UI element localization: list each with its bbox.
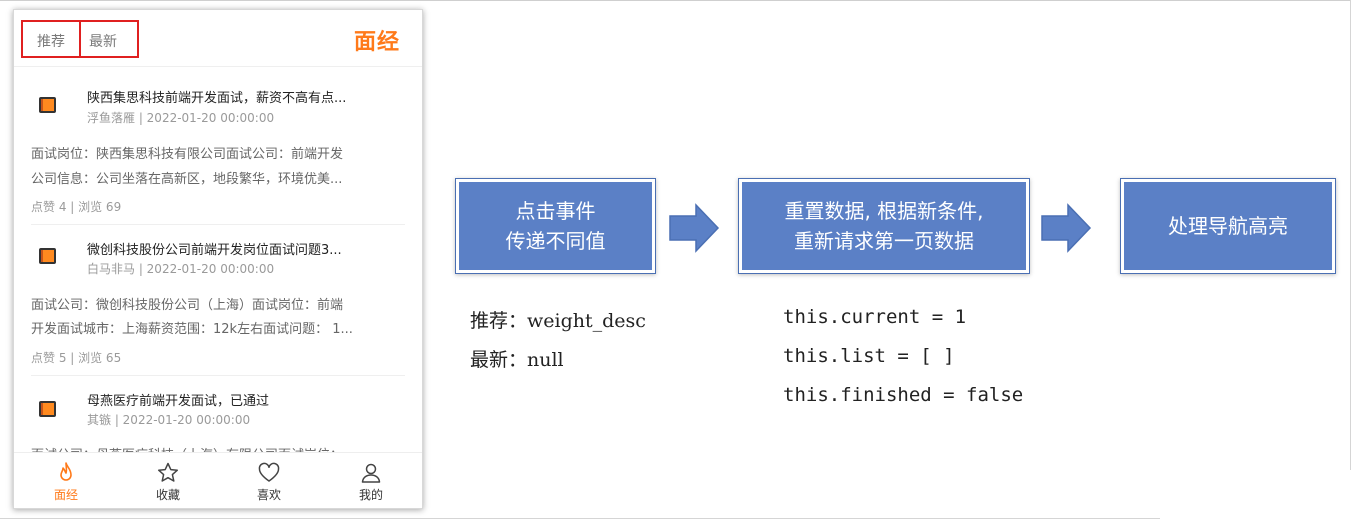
article-meta: 其镞 | 2022-01-20 00:00:00	[87, 413, 251, 427]
article-title: 微创科技股份公司前端开发岗位面试问题3...	[87, 243, 342, 258]
tab-latest[interactable]: 最新	[89, 34, 117, 50]
tabbar-item-likes[interactable]: 喜欢	[229, 453, 309, 508]
tab-divider	[79, 22, 81, 56]
frame-bottom-line	[0, 518, 1160, 519]
phone-screen: 推荐 最新 面经 陕西集思科技前端开发面试，薪资不高有点... 浮鱼落雁 | 2…	[13, 9, 423, 509]
flow-step-click-event: 点击事件 传递不同值	[455, 178, 656, 274]
article-book-icon	[39, 401, 56, 417]
app-logo: 面经	[353, 30, 400, 55]
article-summary-line: 面试公司：微创科技股份公司（上海）面试岗位：前端	[31, 298, 344, 313]
article-divider	[31, 375, 405, 376]
article-item[interactable]: 微创科技股份公司前端开发岗位面试问题3... 白马非马 | 2022-01-20…	[31, 225, 405, 375]
flow-step-highlight-nav: 处理导航高亮	[1120, 178, 1336, 274]
user-icon	[361, 463, 381, 483]
tabbar-label: 喜欢	[256, 488, 281, 502]
flow-step-text: 处理导航高亮	[1168, 214, 1288, 238]
tabbar-label: 我的	[358, 488, 383, 502]
article-meta: 白马非马 | 2022-01-20 00:00:00	[87, 262, 275, 276]
flow-step-text: 重新请求第一页数据	[794, 229, 974, 253]
article-summary-line: 面试岗位：陕西集思科技有限公司面试公司：前端开发	[31, 147, 344, 162]
tab-highlight-box: 推荐 最新	[21, 20, 139, 58]
tabbar-item-interview[interactable]: 面经	[26, 453, 106, 508]
article-title: 陕西集思科技前端开发面试，薪资不高有点...	[87, 91, 347, 106]
flow-step-reset-data: 重置数据, 根据新条件, 重新请求第一页数据	[738, 178, 1030, 274]
article-summary-line: 公司信息：公司坐落在高新区，地段繁华，环境优美...	[31, 172, 343, 187]
article-stats: 点赞 5 | 浏览 65	[31, 351, 122, 365]
article-meta: 浮鱼落雁 | 2022-01-20 00:00:00	[87, 111, 275, 125]
note-recommend-value: 推荐：weight_desc	[470, 310, 646, 332]
heart-icon	[258, 462, 280, 482]
article-book-icon	[39, 248, 56, 264]
flow-arrow-right-icon	[669, 203, 720, 253]
flame-icon	[60, 462, 72, 481]
article-item[interactable]: 母燕医疗前端开发面试，已通过 其镞 | 2022-01-20 00:00:00 …	[31, 376, 405, 463]
flow-step-text: 传递不同值	[505, 229, 606, 253]
tab-recommend[interactable]: 推荐	[37, 34, 65, 50]
article-title: 母燕医疗前端开发面试，已通过	[87, 394, 270, 409]
note-latest-value: 最新：null	[470, 349, 564, 371]
bottom-tabbar: 面经 收藏 喜欢 我的	[14, 452, 422, 508]
article-book-icon	[39, 97, 56, 113]
tabbar-label: 面经	[53, 488, 78, 502]
flow-step-text: 重置数据, 根据新条件,	[784, 199, 984, 223]
article-item[interactable]: 陕西集思科技前端开发面试，薪资不高有点... 浮鱼落雁 | 2022-01-20…	[31, 74, 405, 224]
code-line: this.list = [ ]	[783, 345, 955, 367]
top-nav: 推荐 最新 面经	[14, 10, 422, 67]
flow-arrow-right-icon	[1041, 203, 1092, 253]
code-line: this.finished = false	[783, 384, 1024, 406]
tabbar-item-favorites[interactable]: 收藏	[128, 453, 208, 508]
flow-step-text: 点击事件	[515, 199, 596, 223]
article-stats: 点赞 4 | 浏览 69	[31, 200, 122, 214]
frame-top-line	[0, 0, 1351, 1]
star-icon	[157, 462, 179, 482]
article-summary-line: 开发面试城市：上海薪资范围：12k左右面试问题： 1...	[31, 322, 353, 337]
article-divider	[31, 224, 405, 225]
code-line: this.current = 1	[783, 306, 967, 328]
tabbar-item-profile[interactable]: 我的	[331, 453, 411, 508]
tabbar-label: 收藏	[155, 488, 180, 502]
